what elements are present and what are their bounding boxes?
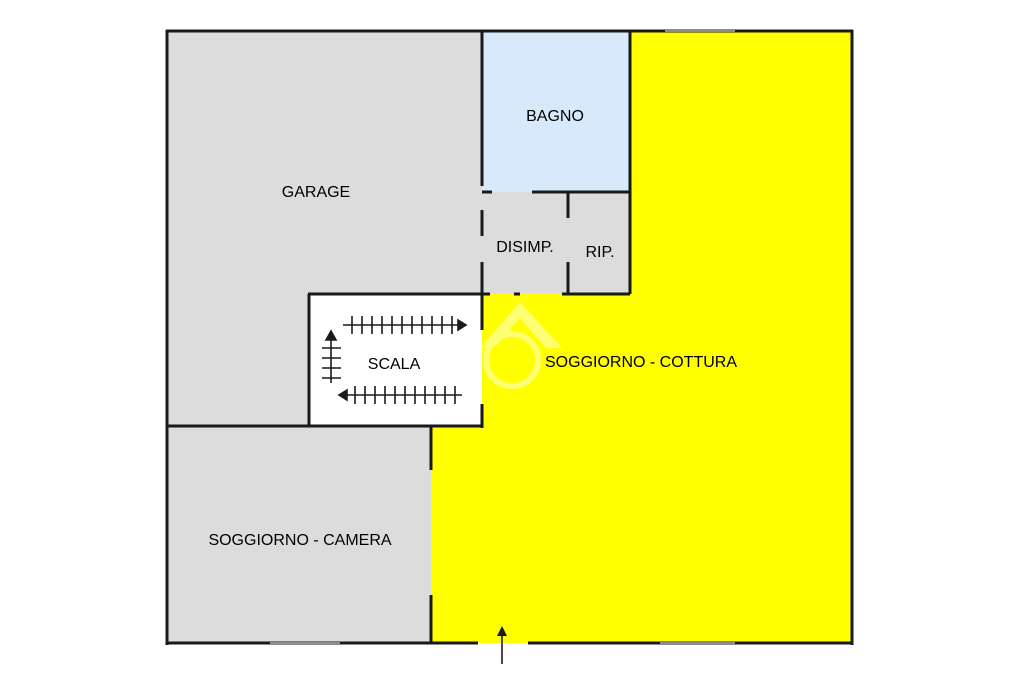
label-disimp: DISIMP. bbox=[496, 239, 554, 256]
label-rip: RIP. bbox=[585, 244, 614, 261]
room-soggiorno-camera-fill[interactable] bbox=[167, 426, 431, 643]
window-marks bbox=[270, 30, 735, 644]
label-garage: GARAGE bbox=[282, 184, 350, 201]
room-soggiorno-cottura-fill[interactable] bbox=[431, 31, 852, 643]
label-soggiorno-cottura: SOGGIORNO - COTTURA bbox=[545, 354, 737, 371]
label-scala: SCALA bbox=[368, 356, 421, 373]
watermark-icon bbox=[480, 302, 562, 389]
stair-arrow-icon bbox=[322, 316, 468, 404]
interior-walls bbox=[167, 31, 632, 643]
room-bagno-fill[interactable] bbox=[482, 31, 630, 192]
label-soggiorno-camera: SOGGIORNO - CAMERA bbox=[208, 532, 391, 549]
room-rip-fill[interactable] bbox=[568, 192, 630, 294]
label-bagno: BAGNO bbox=[526, 108, 584, 125]
room-disimp-fill[interactable] bbox=[482, 192, 568, 294]
entrance-arrow-icon bbox=[497, 626, 507, 664]
